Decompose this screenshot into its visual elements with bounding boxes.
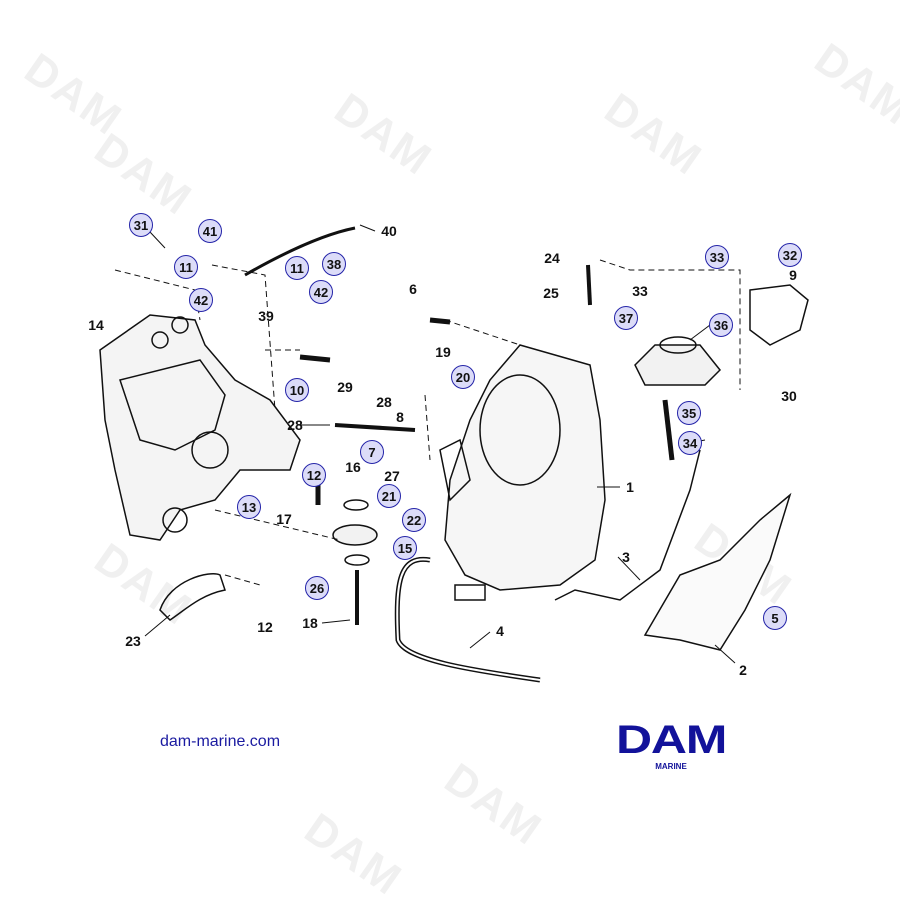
callout-7: 7 <box>360 440 384 464</box>
callout-34: 34 <box>678 431 702 455</box>
callout-19: 19 <box>435 344 451 360</box>
logo-sub: MARINE <box>655 762 687 771</box>
dam-marine-logo: DAM MARINE <box>605 718 737 771</box>
callout-16: 16 <box>345 459 361 475</box>
callout-3: 3 <box>622 549 630 565</box>
website-link[interactable]: dam-marine.com <box>160 733 281 750</box>
callout-39: 39 <box>258 308 274 324</box>
callout-42: 42 <box>309 280 333 304</box>
callout-35: 35 <box>677 401 701 425</box>
callout-32: 32 <box>778 243 802 267</box>
callout-23: 23 <box>125 633 141 649</box>
callout-38: 38 <box>322 252 346 276</box>
callout-5: 5 <box>763 606 787 630</box>
bracket-part-9 <box>749 284 809 346</box>
callout-4: 4 <box>496 623 504 639</box>
callout-28: 28 <box>287 417 303 433</box>
mounting-bracket <box>99 314 301 541</box>
callout-33: 33 <box>705 245 729 269</box>
callout-11: 11 <box>174 255 198 279</box>
callout-25: 25 <box>543 285 559 301</box>
callout-17: 17 <box>276 511 292 527</box>
callout-22: 22 <box>402 508 426 532</box>
callout-37: 37 <box>614 306 638 330</box>
callout-14: 14 <box>88 317 104 333</box>
callout-24: 24 <box>544 250 560 266</box>
callout-2: 2 <box>739 662 747 678</box>
callout-10: 10 <box>285 378 309 402</box>
callout-8: 8 <box>396 409 404 425</box>
callout-1: 1 <box>626 479 634 495</box>
callout-12: 12 <box>257 619 273 635</box>
callout-18: 18 <box>302 615 318 631</box>
flywheel-housing <box>444 344 606 591</box>
callout-30: 30 <box>781 388 797 404</box>
callout-21: 21 <box>377 484 401 508</box>
callout-15: 15 <box>393 536 417 560</box>
callout-12: 12 <box>302 463 326 487</box>
callout-29: 29 <box>337 379 353 395</box>
callout-41: 41 <box>198 219 222 243</box>
callout-31: 31 <box>129 213 153 237</box>
callout-40: 40 <box>381 223 397 239</box>
engine-mount <box>634 344 722 386</box>
callout-33: 33 <box>632 283 648 299</box>
callout-11: 11 <box>285 256 309 280</box>
cover-plate <box>643 492 792 651</box>
rubber-mount <box>332 524 378 546</box>
callout-36: 36 <box>709 313 733 337</box>
gasket <box>554 449 701 601</box>
callout-13: 13 <box>237 495 261 519</box>
callout-26: 26 <box>305 576 329 600</box>
callout-27: 27 <box>384 468 400 484</box>
callout-28: 28 <box>376 394 392 410</box>
logo-main: DAM <box>615 718 727 762</box>
callout-6: 6 <box>409 281 417 297</box>
callout-20: 20 <box>451 365 475 389</box>
callout-9: 9 <box>789 267 797 283</box>
callout-42: 42 <box>189 288 213 312</box>
